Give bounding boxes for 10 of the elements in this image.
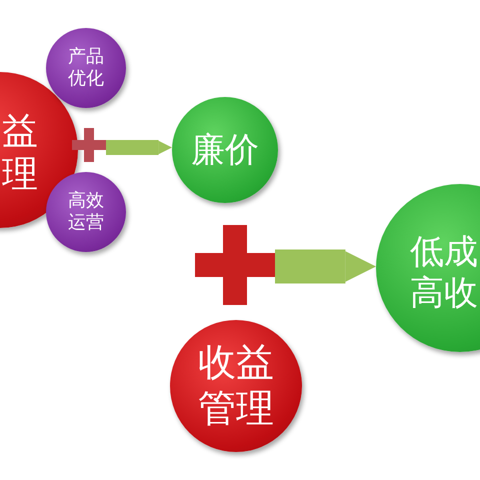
arrow (106, 140, 172, 155)
node-label: 低成高收 (410, 232, 478, 314)
node-label: 益理 (2, 110, 38, 196)
node-label: 高效运营 (68, 190, 104, 234)
plus-sign (195, 225, 275, 305)
node-label: 廉价 (191, 130, 259, 170)
arrow (275, 250, 376, 284)
node-label: 收益管理 (198, 340, 274, 432)
node-label: 产品优化 (68, 46, 104, 90)
plus-sign (72, 128, 106, 162)
